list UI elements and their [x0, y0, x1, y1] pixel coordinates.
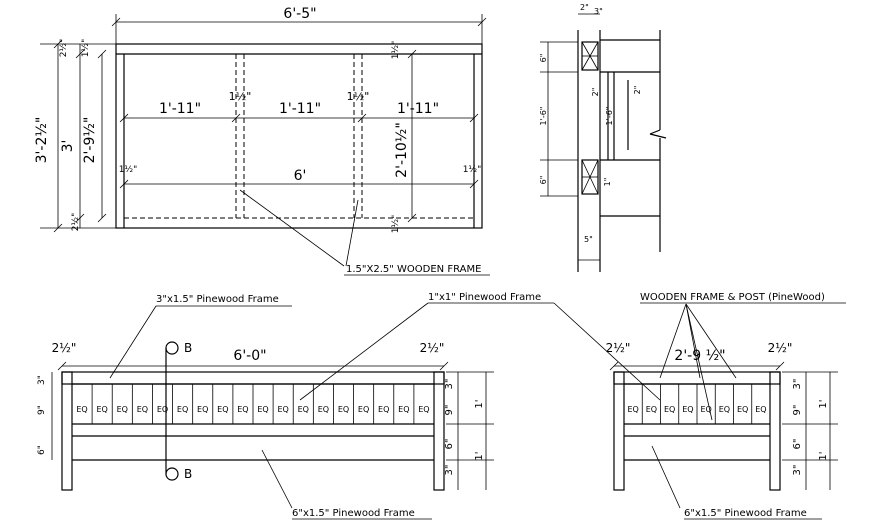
front-r-3: 3"	[444, 379, 455, 390]
side-view: EQ EQ EQ EQ EQ EQ EQ EQ 2'-9 ½" 2½" 2½" 3" 9" 6…	[606, 292, 846, 520]
side-balusters: EQ EQ EQ EQ EQ EQ EQ EQ	[623, 384, 771, 424]
eq-label: EQ	[358, 405, 369, 414]
eq-label: EQ	[398, 405, 409, 414]
eq-label: EQ	[157, 405, 168, 414]
front-view: EQ EQ EQ EQ EQ EQ EQ EQ EQ EQ EQ EQ EQ EQ EQ EQ EQ EQ 6'-…	[37, 294, 494, 520]
eq-label: EQ	[338, 405, 349, 414]
side-width: 2'-9 ½"	[674, 348, 725, 364]
eq-label: EQ	[737, 405, 748, 414]
front-left-3: 3"	[37, 375, 47, 385]
elevation-panel-width-mid: 1'-11"	[279, 101, 321, 117]
elevation-top-rail-small: 1½"	[81, 39, 91, 58]
elevation-inner-width: 6'	[294, 168, 307, 184]
eq-label: EQ	[298, 405, 309, 414]
front-section-mark-bottom: B	[184, 467, 192, 481]
front-r-3b: 3"	[444, 465, 455, 476]
front-r-6: 6"	[444, 439, 455, 450]
side-left-post: 2½"	[606, 341, 631, 355]
elevation-mullion-right: 1½"	[347, 90, 370, 103]
front-left-post: 2½"	[52, 341, 77, 355]
elevation-height-3ft: 3'	[60, 140, 76, 153]
elevation-top-rail: 2½"	[59, 39, 69, 58]
elevation-overall-height: 3'-2½"	[34, 117, 50, 164]
callout-pinewood-6x15-right: 6"x1.5" Pinewood Frame	[684, 508, 807, 519]
eq-label: EQ	[755, 405, 766, 414]
side-r-1b: 1'	[818, 451, 829, 460]
elevation-post-left: 1½"	[119, 165, 138, 175]
eq-label: EQ	[700, 405, 711, 414]
callout-wooden-frame-post: WOODEN FRAME & POST (PineWood)	[640, 292, 825, 303]
eq-label: EQ	[96, 405, 107, 414]
side-r-1a: 1'	[818, 399, 829, 408]
elevation-outer-frame	[115, 43, 483, 229]
elevation-post-right: 1½"	[463, 165, 482, 175]
callout-pinewood-3x15: 3"x1.5" Pinewood Frame	[156, 294, 279, 305]
front-left-6: 6"	[37, 445, 47, 455]
eq-label: EQ	[682, 405, 693, 414]
section-b-top-icon	[165, 341, 179, 355]
front-section-mark: B	[184, 341, 192, 355]
eq-label: EQ	[117, 405, 128, 414]
eq-label: EQ	[664, 405, 675, 414]
front-width: 6'-0"	[233, 348, 266, 364]
front-balusters: EQ EQ EQ EQ EQ EQ EQ EQ EQ EQ EQ EQ EQ EQ EQ EQ EQ EQ	[71, 384, 435, 424]
side-r-6: 6"	[792, 439, 803, 450]
side-right-post: 2½"	[768, 341, 793, 355]
section-dim-6-bottom: 6"	[539, 176, 548, 185]
front-r-1b: 1'	[474, 451, 485, 460]
eq-label: EQ	[257, 405, 268, 414]
elevation-mullion-left: 1½"	[229, 90, 252, 103]
section-dim-2-right: 2"	[633, 86, 642, 95]
side-r-3: 3"	[792, 379, 803, 390]
section-b-bottom-icon	[165, 467, 179, 481]
section-dim-1: 1"	[603, 178, 612, 187]
eq-label: EQ	[137, 405, 148, 414]
eq-label: EQ	[378, 405, 389, 414]
eq-label: EQ	[277, 405, 288, 414]
eq-label: EQ	[217, 405, 228, 414]
front-r-1a: 1'	[474, 399, 485, 408]
elevation-panel-width-left: 1'-11"	[159, 101, 201, 117]
elevation-bottom-rail: 2½"	[71, 213, 81, 232]
front-right-post: 2½"	[420, 341, 445, 355]
elevation-view: 6'-5" 1'-11" 1'-11" 1'-11" 1½" 1½" 6' 1½…	[34, 6, 490, 276]
section-dim-1-6: 1'-6"	[539, 107, 548, 126]
front-left-9: 9"	[37, 405, 47, 415]
section-dim-2-in: 2"	[591, 88, 600, 97]
section-view: 2" 3" 6" 1'-6" 6" 2" 1'-6" 2" 1" 5"	[539, 3, 667, 272]
elevation-overall-width: 6'-5"	[283, 6, 316, 22]
elevation-bottom-frame: 1½"	[391, 215, 401, 234]
front-r-9: 9"	[444, 405, 455, 416]
eq-label: EQ	[646, 405, 657, 414]
section-dim-3: 3"	[594, 7, 603, 16]
section-dim-1-6-in: 1'-6"	[605, 107, 614, 126]
callout-pinewood-6x15-left: 6"x1.5" Pinewood Frame	[292, 508, 415, 519]
eq-label: EQ	[627, 405, 638, 414]
eq-label: EQ	[318, 405, 329, 414]
side-r-9: 9"	[792, 405, 803, 416]
eq-label: EQ	[719, 405, 730, 414]
section-dim-6-top: 6"	[539, 54, 548, 63]
side-r-3b: 3"	[792, 465, 803, 476]
eq-label: EQ	[418, 405, 429, 414]
eq-label: EQ	[197, 405, 208, 414]
eq-label: EQ	[237, 405, 248, 414]
elevation-top-frame: 1½"	[391, 41, 401, 60]
eq-label: EQ	[76, 405, 87, 414]
elevation-height-2-10: 2'-10½"	[394, 122, 410, 178]
elevation-height-2-9: 2'-9½"	[82, 117, 98, 164]
eq-label: EQ	[177, 405, 188, 414]
callout-wooden-frame: 1.5"X2.5" WOODEN FRAME	[346, 264, 481, 275]
elevation-panel-width-right: 1'-11"	[397, 101, 439, 117]
section-dim-5: 5"	[584, 235, 593, 244]
section-dim-2: 2"	[580, 3, 589, 12]
callout-pinewood-1x1: 1"x1" Pinewood Frame	[428, 292, 541, 303]
